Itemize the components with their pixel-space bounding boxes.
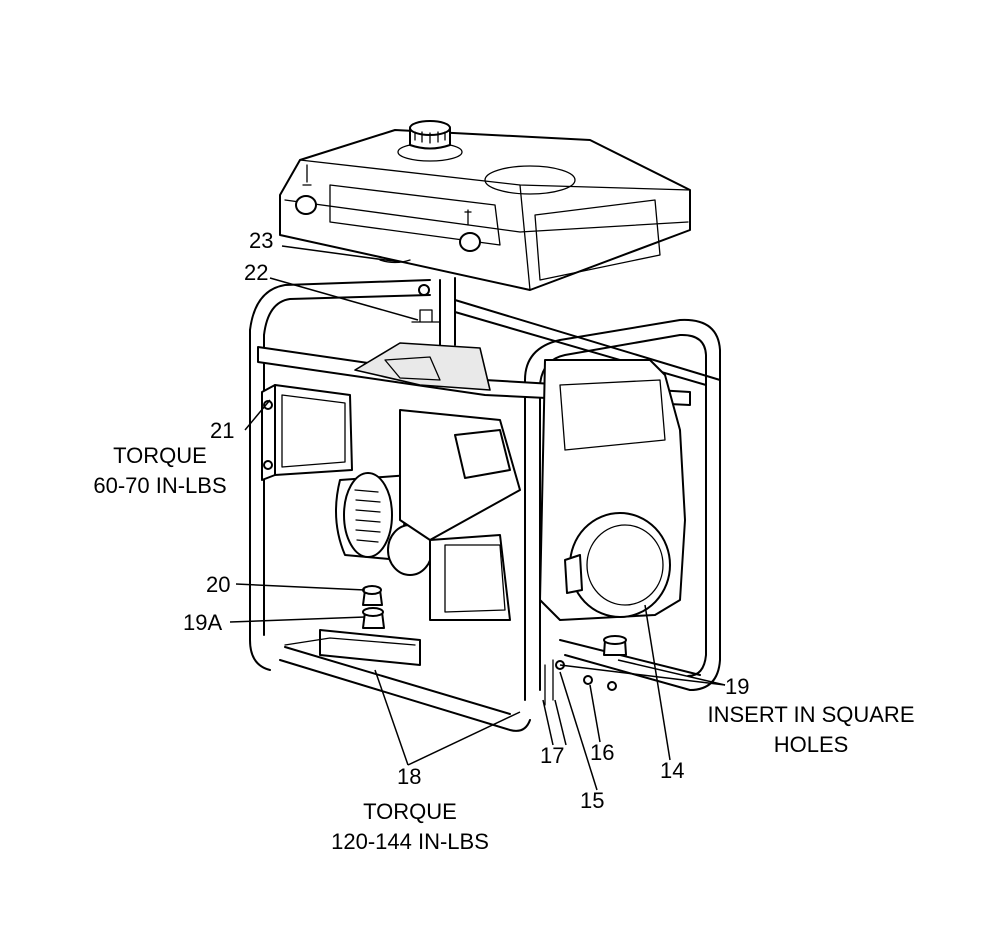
torque-note-control-box-line1: TORQUE [113,443,207,468]
callout-19: 19 [725,674,750,699]
torque-note-base-line2: 120-144 IN-LBS [331,829,489,854]
torque-note-base-line1: TORQUE [363,799,457,824]
torque-note-base: TORQUE 120-144 IN-LBS [318,797,502,857]
torque-note-control-box: TORQUE 60-70 IN-LBS [80,441,240,501]
insert-note-line2: HOLES [773,732,849,757]
callout-19a: 19A [183,610,223,635]
callout-16: 16 [590,740,615,765]
insert-note-line1: INSERT IN SQUARE [707,702,915,727]
callout-20: 20 [206,572,231,597]
engine-assembly [257,284,691,706]
leader-lines [229,245,726,791]
insert-note: INSERT IN SQUARE HOLES [698,700,924,760]
fuel-tank [279,120,691,291]
torque-note-control-box-line2: 60-70 IN-LBS [93,473,227,498]
callout-17: 17 [540,743,565,768]
callout-23: 23 [249,228,274,253]
callout-22: 22 [244,260,269,285]
callout-15: 15 [580,788,605,813]
callout-14: 14 [660,758,685,783]
callout-18: 18 [397,764,422,789]
callout-21: 21 [210,418,235,443]
